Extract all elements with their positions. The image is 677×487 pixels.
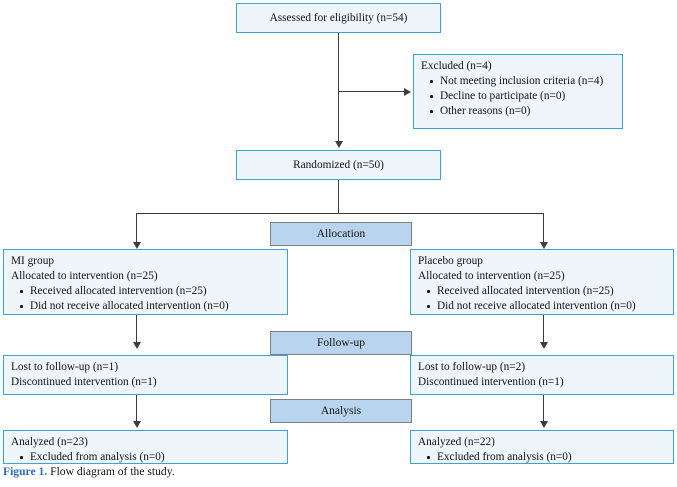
connector-placebo-alloc-to-followup: [543, 315, 544, 342]
stage-band-allocation-label: Allocation: [316, 228, 366, 240]
node-assessed-for-eligibility: Assessed for eligibility (n=54): [236, 3, 441, 33]
stage-band-analysis-label: Analysis: [320, 405, 362, 417]
node-allocation-placebo-group: Placebo group: [418, 255, 483, 267]
node-excluded: Excluded (n=4) Not meeting inclusion cri…: [413, 54, 623, 129]
connector-allocation-left-drop: [136, 213, 137, 242]
list-item: Received allocated intervention (n=25): [20, 284, 281, 299]
node-analysis-placebo: Analyzed (n=22) Excluded from analysis (…: [410, 430, 674, 464]
stage-band-followup: Follow-up: [270, 331, 412, 355]
connector-placebo-followup-to-analysis: [543, 395, 544, 421]
list-item: Excluded from analysis (n=0): [20, 450, 281, 465]
list-item: Did not receive allocated intervention (…: [427, 299, 667, 314]
node-allocation-placebo-list: Received allocated intervention (n=25) D…: [418, 284, 667, 314]
stage-band-allocation: Allocation: [270, 222, 412, 246]
list-item: Excluded from analysis (n=0): [427, 450, 667, 465]
node-followup-placebo-line1: Lost to follow-up (n=2): [418, 361, 526, 373]
node-followup-mi-line1: Lost to follow-up (n=1): [11, 361, 119, 373]
connector-excluded-branch: [338, 91, 404, 92]
node-followup-placebo-line2: Discontinued intervention (n=1): [418, 375, 564, 388]
node-followup-mi-line2: Discontinued intervention (n=1): [11, 375, 157, 388]
connector-placebo-followup-to-analysis-arrowhead: [539, 421, 548, 428]
node-randomized: Randomized (n=50): [236, 150, 441, 180]
connector-mi-alloc-to-followup: [136, 315, 137, 342]
node-allocation-placebo-title: Allocated to intervention (n=25): [418, 269, 565, 282]
list-item: Other reasons (n=0): [430, 104, 616, 119]
node-assessed-label: Assessed for eligibility (n=54): [269, 11, 408, 24]
connector-enrollment-trunk: [338, 33, 339, 141]
figure-caption: Figure 1. Flow diagram of the study.: [3, 465, 175, 478]
node-excluded-list: Not meeting inclusion criteria (n=4) Dec…: [421, 74, 616, 119]
node-allocation-placebo: Placebo group Allocated to intervention …: [410, 249, 674, 315]
node-allocation-mi: MI group Allocated to intervention (n=25…: [3, 249, 288, 315]
node-analysis-mi-list: Excluded from analysis (n=0): [11, 450, 281, 465]
node-followup-placebo: Lost to follow-up (n=2) Discontinued int…: [410, 355, 674, 395]
list-item: Decline to participate (n=0): [430, 89, 616, 104]
connector-mi-followup-to-analysis: [136, 395, 137, 421]
connector-allocation-split: [136, 213, 543, 214]
list-item: Not meeting inclusion criteria (n=4): [430, 74, 616, 89]
node-analysis-mi-title: Analyzed (n=23): [11, 436, 88, 448]
node-randomized-label: Randomized (n=50): [293, 158, 384, 171]
connector-allocation-right-arrowhead: [539, 242, 548, 249]
connector-randomized-trunk: [338, 180, 339, 213]
node-analysis-mi: Analyzed (n=23) Excluded from analysis (…: [3, 430, 288, 464]
list-item: Did not receive allocated intervention (…: [20, 299, 281, 314]
node-analysis-placebo-list: Excluded from analysis (n=0): [418, 450, 667, 465]
node-excluded-title: Excluded (n=4): [421, 60, 492, 72]
node-allocation-mi-list: Received allocated intervention (n=25) D…: [11, 284, 281, 314]
connector-enrollment-arrowhead: [334, 141, 343, 148]
figure-label: Figure 1.: [3, 465, 48, 478]
connector-allocation-right-drop: [543, 213, 544, 242]
node-allocation-mi-group: MI group: [11, 255, 54, 267]
node-followup-mi: Lost to follow-up (n=1) Discontinued int…: [3, 355, 288, 395]
list-item: Received allocated intervention (n=25): [427, 284, 667, 299]
figure-caption-text: Flow diagram of the study.: [50, 465, 175, 478]
connector-mi-alloc-to-followup-arrowhead: [132, 342, 141, 349]
node-allocation-mi-title: Allocated to intervention (n=25): [11, 269, 158, 282]
connector-mi-followup-to-analysis-arrowhead: [132, 421, 141, 428]
node-analysis-placebo-title: Analyzed (n=22): [418, 436, 495, 448]
connector-excluded-arrowhead: [404, 87, 411, 96]
stage-band-followup-label: Follow-up: [317, 337, 365, 349]
stage-band-analysis: Analysis: [270, 399, 412, 423]
connector-allocation-left-arrowhead: [132, 242, 141, 249]
connector-placebo-alloc-to-followup-arrowhead: [539, 342, 548, 349]
